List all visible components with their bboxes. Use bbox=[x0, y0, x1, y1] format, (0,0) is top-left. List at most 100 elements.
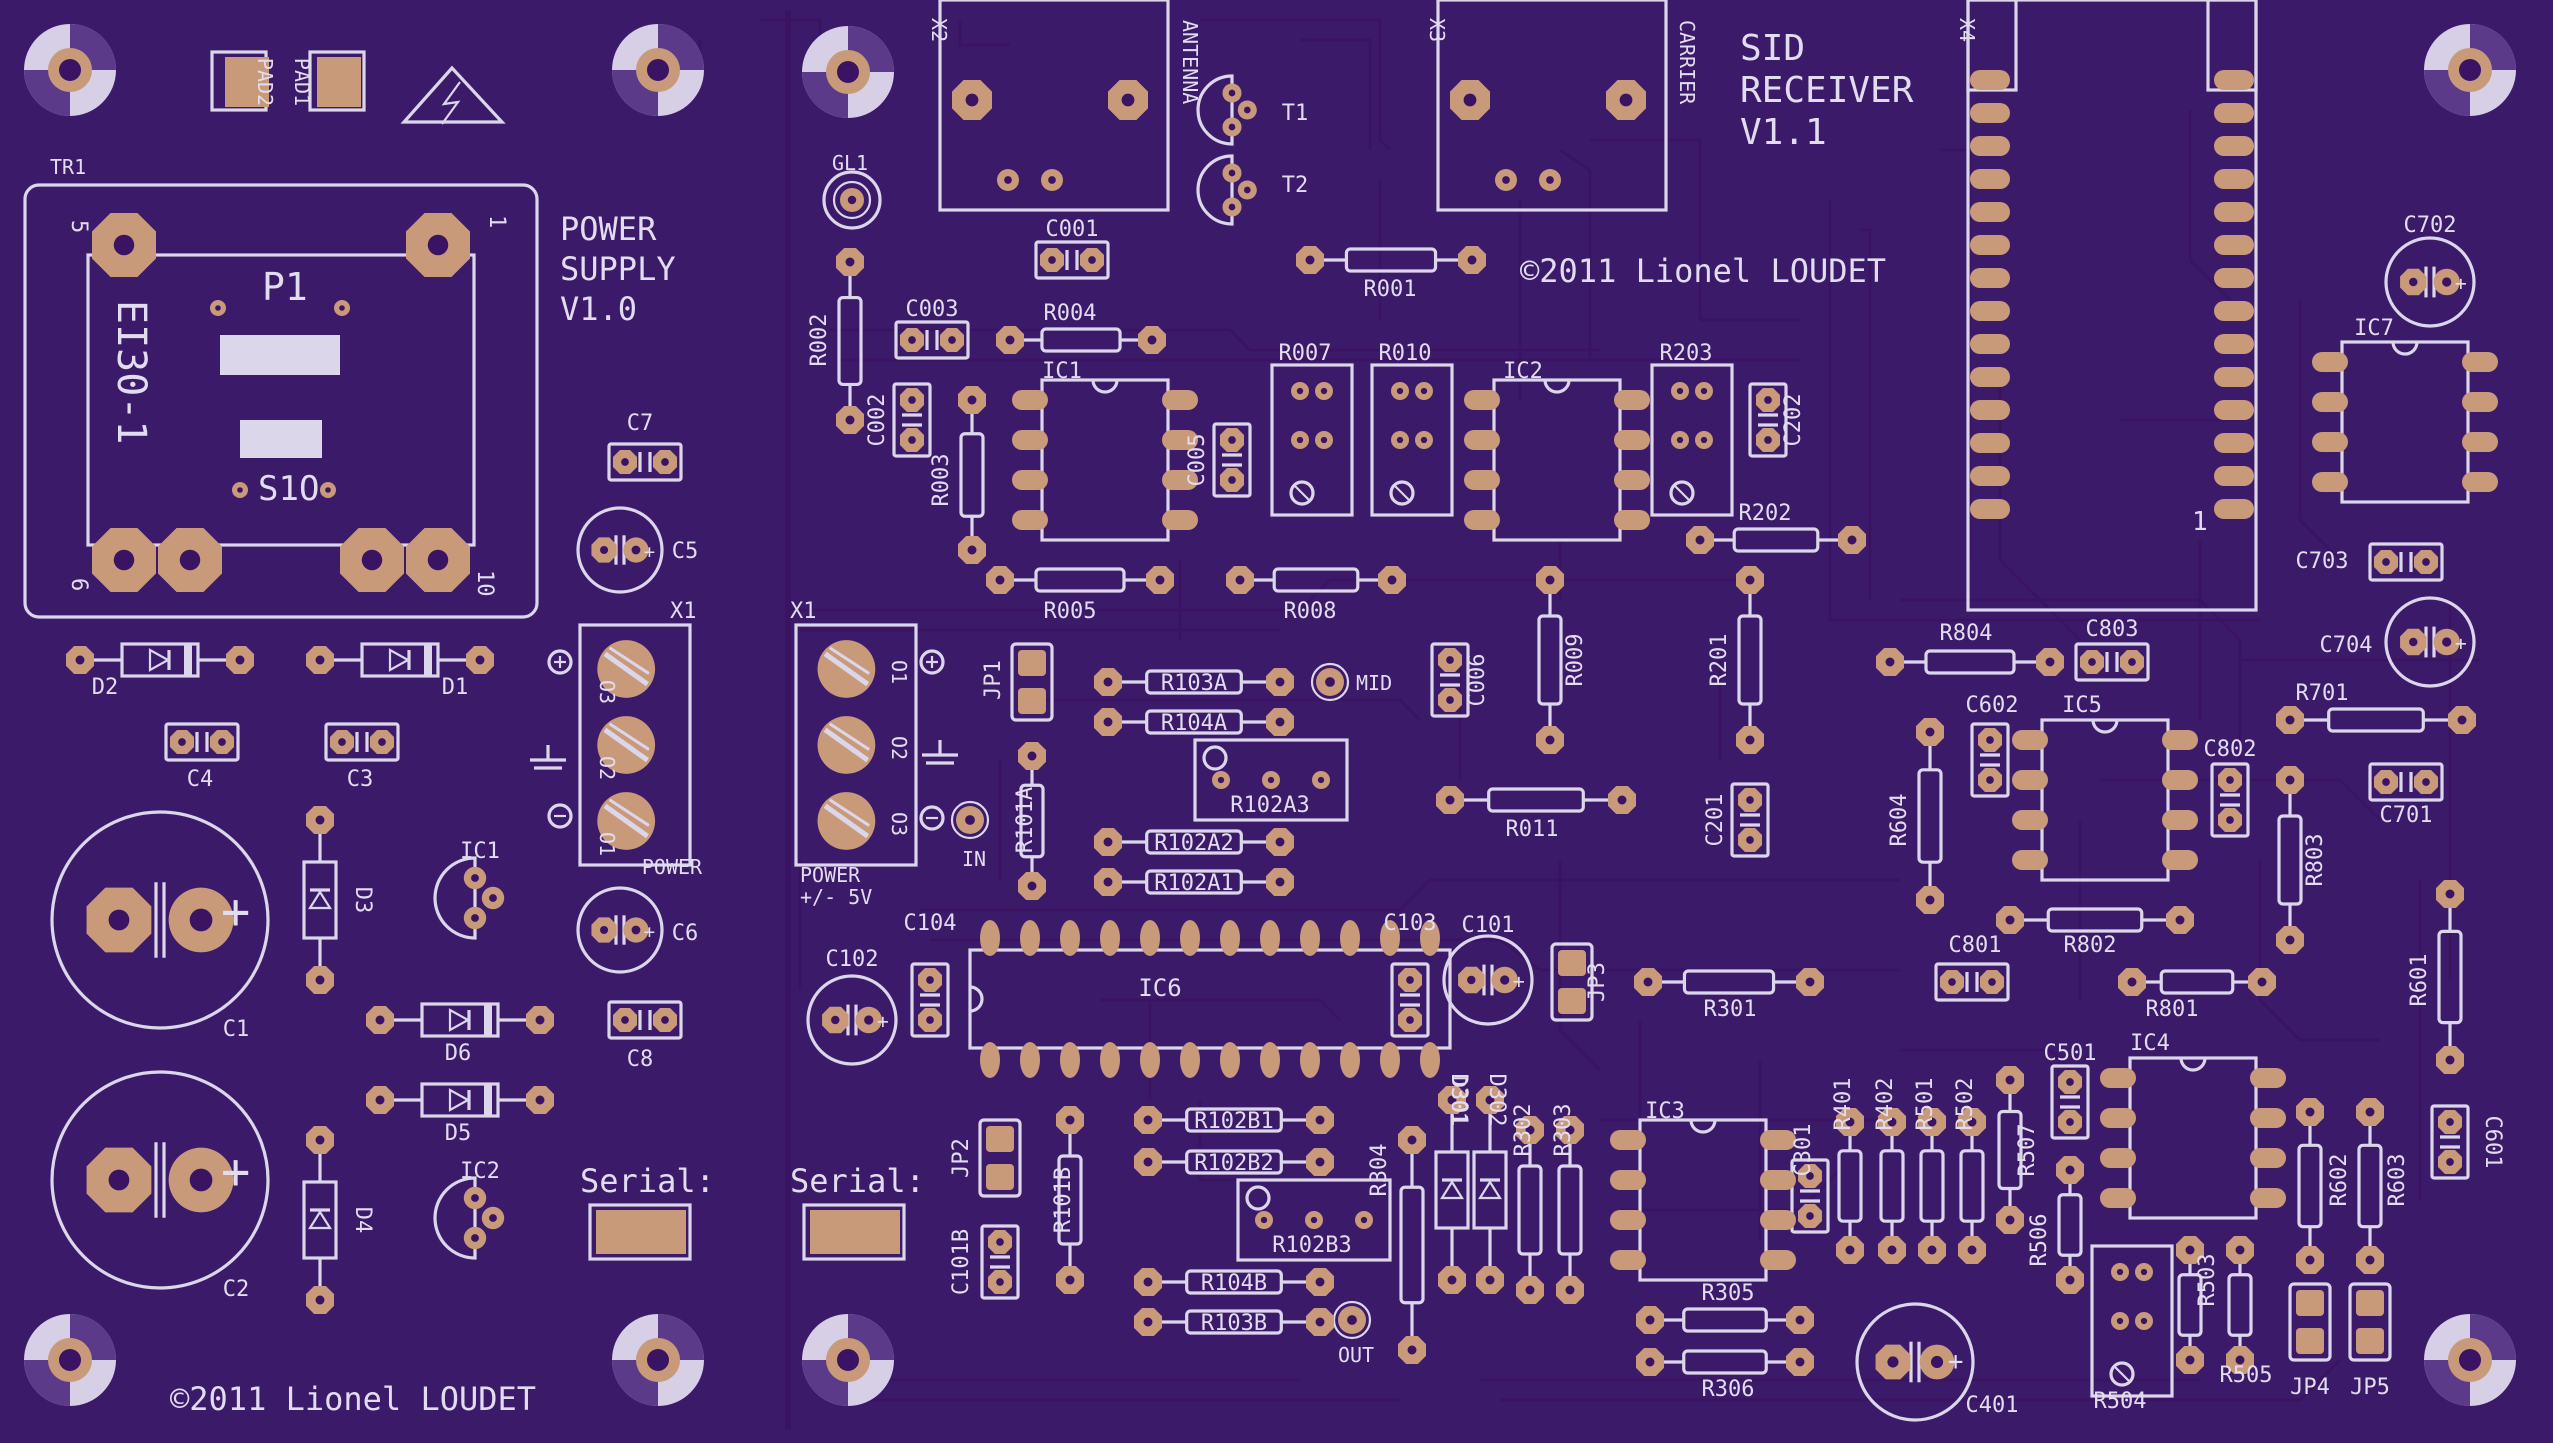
component-label-c8: C8 bbox=[627, 1047, 654, 1072]
silk-rect bbox=[1970, 722, 2010, 798]
pad-hole bbox=[908, 436, 916, 444]
silk-rect bbox=[980, 1224, 1020, 1300]
component-label-pad1: PAD1 bbox=[290, 58, 314, 106]
silk-rect bbox=[120, 642, 200, 678]
pad-hole bbox=[1004, 176, 1012, 184]
oval-pad bbox=[1162, 390, 1198, 410]
test-point-label: POWER bbox=[642, 855, 703, 879]
oval-pad bbox=[1970, 169, 2010, 189]
connector-label: ANTENNA bbox=[1178, 20, 1202, 104]
silk-rect bbox=[1010, 642, 1054, 722]
oval-pad bbox=[2312, 352, 2348, 372]
component-label-ic4: IC4 bbox=[2130, 1031, 2170, 1056]
pad-hole bbox=[178, 738, 186, 746]
pad-hole bbox=[2005, 1215, 2015, 1225]
terminal-caption: POWER bbox=[800, 863, 861, 887]
component-label-ic1p: IC1 bbox=[460, 839, 500, 864]
pad-hole bbox=[2305, 1255, 2315, 1265]
pad-hole bbox=[1545, 735, 1555, 745]
silk-circle bbox=[919, 649, 945, 675]
silk-rect bbox=[802, 1203, 906, 1261]
pad-hole bbox=[864, 1015, 874, 1025]
component-label-c104: C104 bbox=[904, 911, 957, 936]
silk-rect bbox=[2277, 814, 2303, 906]
oval-pad bbox=[1100, 920, 1120, 956]
silk-rect bbox=[1272, 567, 1360, 593]
pad-hole bbox=[996, 1238, 1004, 1246]
pad-hole bbox=[1228, 436, 1236, 444]
pad-hole bbox=[2226, 776, 2234, 784]
terminal-caption: +/- 5V bbox=[800, 885, 872, 909]
silk-rect bbox=[2074, 642, 2150, 682]
pad-hole bbox=[2127, 977, 2137, 987]
silk-circle bbox=[919, 805, 945, 831]
oval-pad bbox=[1340, 920, 1360, 956]
pad-hole bbox=[1845, 1245, 1855, 1255]
silk-rect bbox=[1185, 1149, 1283, 1175]
pad-hole bbox=[2305, 1107, 2315, 1117]
oval-pad bbox=[980, 920, 1000, 956]
pad-hole bbox=[2185, 1355, 2195, 1365]
diode-symbol bbox=[388, 648, 411, 672]
pad-hole bbox=[1446, 656, 1454, 664]
oval-pad bbox=[1970, 466, 2010, 486]
component-label-c3: C3 bbox=[347, 767, 374, 792]
pad-hole bbox=[378, 738, 386, 746]
serial-label: Serial: bbox=[580, 1162, 715, 1200]
pad-hole bbox=[1228, 169, 1236, 177]
pad-hole bbox=[1887, 1117, 1897, 1127]
component-label-r007: R007 bbox=[1279, 341, 1332, 366]
pad-hole bbox=[1315, 1277, 1325, 1287]
component-label-r506: R506 bbox=[2027, 1214, 2052, 1267]
screw-slot bbox=[603, 651, 649, 687]
pad-hole bbox=[1103, 837, 1113, 847]
component-label-r011: R011 bbox=[1506, 817, 1559, 842]
ic-notch bbox=[2179, 1057, 2207, 1072]
oval-pad bbox=[1180, 1042, 1200, 1078]
pad-hole bbox=[1147, 335, 1157, 345]
pad-hole bbox=[315, 1295, 325, 1305]
pad-hole bbox=[325, 487, 331, 493]
component-label-c802: C802 bbox=[2204, 737, 2257, 762]
component-label-r603: R603 bbox=[2385, 1154, 2410, 1207]
silk-rect bbox=[2348, 1282, 2392, 1362]
pad-hole bbox=[1700, 387, 1708, 395]
silk-rect bbox=[2340, 340, 2470, 504]
component-label-r008: R008 bbox=[1284, 599, 1337, 624]
silk-rect bbox=[420, 1002, 500, 1038]
oval-pad bbox=[1220, 1042, 1240, 1078]
oval-pad bbox=[2462, 392, 2498, 412]
transistor-outline bbox=[433, 1176, 477, 1260]
pad-hole bbox=[1446, 696, 1454, 704]
pad-hole bbox=[108, 1169, 130, 1191]
component-label-c702: C702 bbox=[2404, 213, 2457, 238]
silk-rect bbox=[1019, 783, 1045, 859]
oval-pad bbox=[980, 1042, 1000, 1078]
oval-pad bbox=[2214, 433, 2254, 453]
terminal-pin-label: O1 bbox=[595, 832, 619, 856]
oval-pad bbox=[1162, 470, 1198, 490]
oval-pad bbox=[1970, 499, 2010, 519]
oval-pad bbox=[2214, 334, 2254, 354]
silk-rect bbox=[1390, 962, 1430, 1038]
component-label-r501: R501 bbox=[1913, 1078, 1938, 1131]
component-label-jp3: JP3 bbox=[1585, 962, 1610, 1002]
silk-rect bbox=[1537, 614, 1563, 706]
copper-trace bbox=[2188, 110, 2232, 302]
connector-label: X4 bbox=[1955, 18, 1979, 42]
jumper-pad bbox=[2296, 1328, 2324, 1354]
silk-rect bbox=[1040, 327, 1122, 353]
pad-hole bbox=[1967, 1117, 1977, 1127]
component-label-d1: D1 bbox=[442, 675, 469, 700]
pad-hole bbox=[1617, 795, 1627, 805]
silk-rect bbox=[2227, 1273, 2253, 1337]
component-label-r801: R801 bbox=[2146, 997, 2199, 1022]
component-label-r009: R009 bbox=[1563, 634, 1588, 687]
component-label-r304: R304 bbox=[1367, 1144, 1392, 1197]
oval-pad bbox=[1464, 510, 1500, 530]
pad-hole bbox=[427, 549, 449, 571]
oval-pad bbox=[2214, 70, 2254, 90]
pad-hole bbox=[1320, 436, 1328, 444]
test-point-label: OUT bbox=[1338, 1343, 1374, 1367]
copper-trace bbox=[1200, 18, 1392, 152]
